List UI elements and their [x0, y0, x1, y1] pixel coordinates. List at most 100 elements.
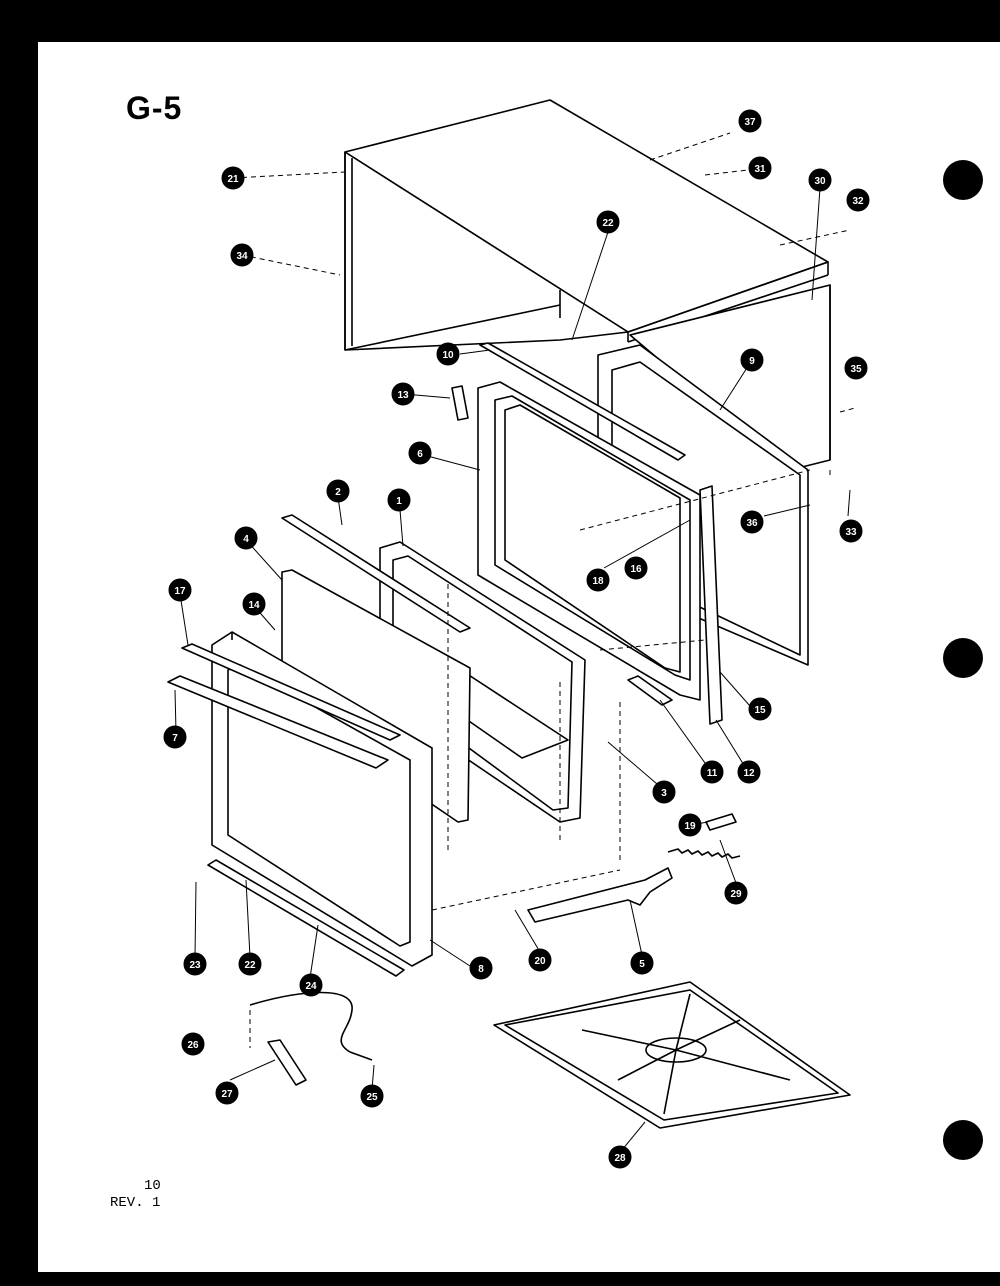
- callout-21: 21: [221, 166, 245, 190]
- svg-text:18: 18: [592, 576, 604, 587]
- page-title: G-5: [126, 90, 183, 126]
- svg-text:13: 13: [397, 390, 409, 401]
- svg-text:1: 1: [396, 496, 402, 507]
- wire-harness: [249, 991, 373, 1061]
- callout-29: 29: [724, 881, 748, 905]
- svg-text:33: 33: [845, 527, 857, 538]
- callout-27: 27: [215, 1081, 239, 1105]
- svg-text:30: 30: [814, 176, 826, 187]
- callout-20: 20: [528, 948, 552, 972]
- svg-text:5: 5: [639, 959, 645, 970]
- callout-3: 3: [652, 780, 676, 804]
- svg-text:15: 15: [754, 705, 766, 716]
- svg-text:9: 9: [749, 356, 755, 367]
- side-rail-12: [699, 485, 723, 725]
- cabinet-wrapper: [344, 99, 829, 351]
- svg-text:35: 35: [850, 364, 862, 375]
- callout-22a: 22: [596, 210, 620, 234]
- callout-28: 28: [608, 1145, 632, 1169]
- callout-16: 16: [624, 556, 648, 580]
- svg-text:10: 10: [442, 350, 454, 361]
- drip-tray: [493, 981, 851, 1129]
- pin-19: [705, 813, 737, 831]
- callout-22b: 22: [238, 952, 262, 976]
- callout-4: 4: [234, 526, 258, 550]
- svg-text:2: 2: [335, 487, 341, 498]
- callout-25: 25: [360, 1084, 384, 1108]
- callout-5: 5: [630, 951, 654, 975]
- callout-31: 31: [748, 156, 772, 180]
- bracket-13: [451, 385, 469, 421]
- svg-text:3: 3: [661, 788, 667, 799]
- strip-10: [479, 342, 686, 461]
- svg-text:21: 21: [227, 174, 239, 185]
- svg-text:12: 12: [743, 768, 755, 779]
- callout-12: 12: [737, 760, 761, 784]
- plate-11: [627, 675, 673, 706]
- callout-23: 23: [183, 952, 207, 976]
- callout-35: 35: [844, 356, 868, 380]
- svg-text:37: 37: [744, 117, 756, 128]
- door-handle-7: [167, 675, 389, 769]
- footer-page-number: 10: [144, 1178, 161, 1194]
- svg-text:19: 19: [684, 821, 696, 832]
- callout-10: 10: [436, 342, 460, 366]
- binder-hole-middle: [943, 638, 983, 678]
- svg-text:34: 34: [236, 251, 248, 262]
- callout-bubbles: 21 34 37 31 30 32 22 10 9 35 13 6 33 36 …: [163, 109, 870, 1169]
- callout-2: 2: [326, 479, 350, 503]
- svg-text:36: 36: [746, 518, 758, 529]
- callout-32: 32: [846, 188, 870, 212]
- connector-27: [267, 1039, 307, 1086]
- svg-text:17: 17: [174, 586, 186, 597]
- svg-text:22: 22: [602, 218, 614, 229]
- svg-text:16: 16: [630, 564, 642, 575]
- svg-text:23: 23: [189, 960, 201, 971]
- svg-text:27: 27: [221, 1089, 233, 1100]
- svg-text:4: 4: [243, 534, 249, 545]
- binder-hole-top: [943, 160, 983, 200]
- footer-revision: REV. 1: [110, 1195, 161, 1211]
- svg-text:28: 28: [614, 1153, 626, 1164]
- hinge-strip-24: [207, 859, 405, 977]
- callout-17: 17: [168, 578, 192, 602]
- callout-7: 7: [163, 725, 187, 749]
- svg-text:22: 22: [244, 960, 256, 971]
- callout-37: 37: [738, 109, 762, 133]
- binder-hole-bottom: [943, 1120, 983, 1160]
- svg-text:6: 6: [417, 449, 423, 460]
- page-footer: 10 REV. 1: [110, 1178, 161, 1212]
- svg-text:14: 14: [248, 600, 260, 611]
- callout-34: 34: [230, 243, 254, 267]
- callout-14: 14: [242, 592, 266, 616]
- svg-text:8: 8: [478, 964, 484, 975]
- spring-29: [667, 848, 741, 859]
- cavity-front-frame: [477, 381, 701, 701]
- callout-8: 8: [469, 956, 493, 980]
- svg-text:11: 11: [707, 768, 718, 779]
- callout-30: 30: [808, 168, 832, 192]
- callout-1: 1: [387, 488, 411, 512]
- callout-19: 19: [678, 813, 702, 837]
- callout-11: 11: [700, 760, 724, 784]
- callout-6: 6: [408, 441, 432, 465]
- svg-text:31: 31: [754, 164, 766, 175]
- hinge-arm-5: [527, 867, 673, 923]
- callout-24: 24: [299, 973, 323, 997]
- svg-text:29: 29: [730, 889, 742, 900]
- svg-text:26: 26: [187, 1040, 199, 1051]
- strip-2: [281, 514, 471, 633]
- svg-text:7: 7: [172, 733, 178, 744]
- callout-33: 33: [839, 519, 863, 543]
- svg-text:32: 32: [852, 196, 864, 207]
- callout-26: 26: [181, 1032, 205, 1056]
- callout-15: 15: [748, 697, 772, 721]
- callout-9: 9: [740, 348, 764, 372]
- callout-18: 18: [586, 568, 610, 592]
- callout-36: 36: [740, 510, 764, 534]
- handle-trim-17: [181, 643, 401, 741]
- svg-text:25: 25: [366, 1092, 378, 1103]
- svg-text:24: 24: [305, 981, 317, 992]
- callout-13: 13: [391, 382, 415, 406]
